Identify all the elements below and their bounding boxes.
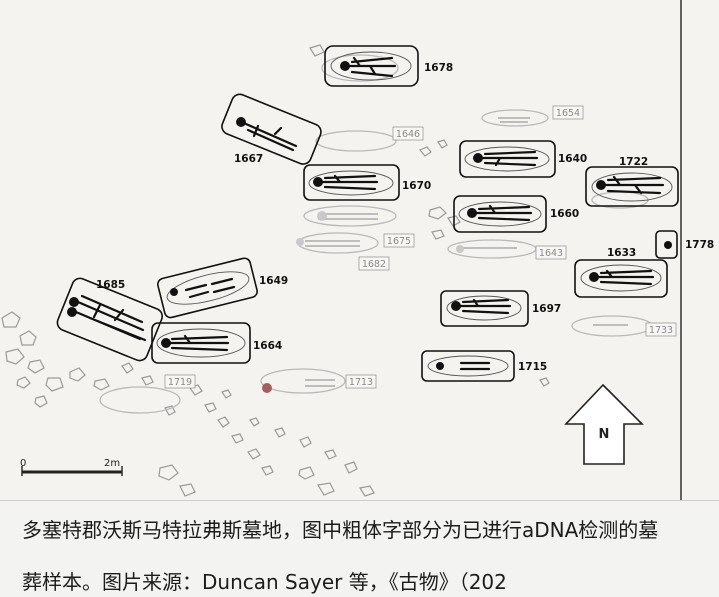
burial-label-1667: 1667: [234, 153, 263, 165]
skulls: [67, 61, 672, 370]
unsampled-labels: 1654 1646 1675 1682 1643 1733 1719 1713: [164, 105, 677, 389]
cemetery-plan-svg: 1654 1646 1675 1682 1643 1733 1719 1713: [1, 0, 714, 500]
sampled-graves: [56, 45, 679, 382]
burial-label-1670: 1670: [402, 180, 431, 192]
burial-label-1664: 1664: [253, 340, 282, 352]
burial-label-1733: 1733: [649, 325, 673, 336]
scale-bar: 0 2m: [20, 458, 123, 476]
unsampled-skull-hints: [296, 211, 464, 253]
caption-line-2: 葬样本。图片来源：Duncan Sayer 等，《古物》（202: [22, 570, 507, 594]
burial-label-1649: 1649: [259, 275, 288, 287]
grave-box-1664: [151, 322, 251, 364]
label-box-1682: 1682: [358, 256, 390, 271]
grave-box-1678: [324, 45, 419, 87]
label-box-1643: 1643: [535, 245, 567, 260]
burial-label-1715: 1715: [518, 361, 547, 373]
figure-caption: 多塞特郡沃斯马特拉弗斯墓地，图中粗体字部分为已进行aDNA检测的墓 葬样本。图片…: [0, 500, 719, 597]
label-box-1719: 1719: [164, 374, 196, 389]
label-box-1733: 1733: [645, 322, 677, 337]
label-box-1675: 1675: [383, 233, 415, 248]
burial-label-1643: 1643: [539, 248, 563, 259]
grave-box-1670: [303, 164, 400, 201]
unsampled-skeleton-hints: [305, 117, 628, 387]
scale-start-label: 0: [20, 458, 26, 469]
grave-box-1697: [440, 290, 529, 327]
burial-label-1719: 1719: [168, 377, 192, 388]
grave-box-1660: [453, 195, 547, 233]
burial-label-1633: 1633: [607, 247, 636, 259]
scale-end-label: 2m: [104, 458, 120, 469]
burial-label-1640: 1640: [558, 153, 587, 165]
burial-label-1675: 1675: [387, 236, 411, 247]
burial-label-1722: 1722: [619, 156, 648, 168]
sampled-labels: 1678 1667 1670 1640 1722 1660 1778 1633 …: [96, 62, 714, 373]
grave-box-1722: [585, 166, 679, 207]
grave-cuts: [156, 51, 673, 377]
burial-label-1678: 1678: [424, 62, 453, 74]
burial-label-1682: 1682: [362, 259, 386, 270]
grave-box-1640: [459, 140, 556, 178]
grave-box-1633: [574, 259, 668, 298]
burial-label-1778: 1778: [685, 239, 714, 251]
skull-1713: [262, 383, 272, 393]
label-box-1654: 1654: [552, 105, 584, 120]
grave-box-1667: [221, 93, 322, 165]
stone-scatter: [1, 44, 609, 497]
north-arrow: N: [564, 383, 644, 465]
burial-label-1697: 1697: [532, 303, 561, 315]
grave-box-1715: [421, 350, 515, 382]
caption-line-1: 多塞特郡沃斯马特拉弗斯墓地，图中粗体字部分为已进行aDNA检测的墓: [22, 518, 659, 542]
skeletons: [74, 56, 665, 371]
north-label: N: [599, 427, 610, 442]
burial-label-1654: 1654: [556, 108, 580, 119]
grave-box-1778: [655, 230, 678, 259]
grave-box-1685: [56, 277, 164, 362]
north-arrow-icon: [564, 383, 644, 465]
label-box-1646: 1646: [392, 126, 424, 141]
cemetery-plan: 1654 1646 1675 1682 1643 1733 1719 1713: [1, 0, 715, 500]
grave-box-1649: [157, 257, 258, 319]
burial-label-1685: 1685: [96, 279, 125, 291]
burial-label-1646: 1646: [396, 129, 420, 140]
label-box-1713: 1713: [345, 374, 377, 389]
burial-label-1713: 1713: [349, 377, 373, 388]
burial-label-1660: 1660: [550, 208, 579, 220]
